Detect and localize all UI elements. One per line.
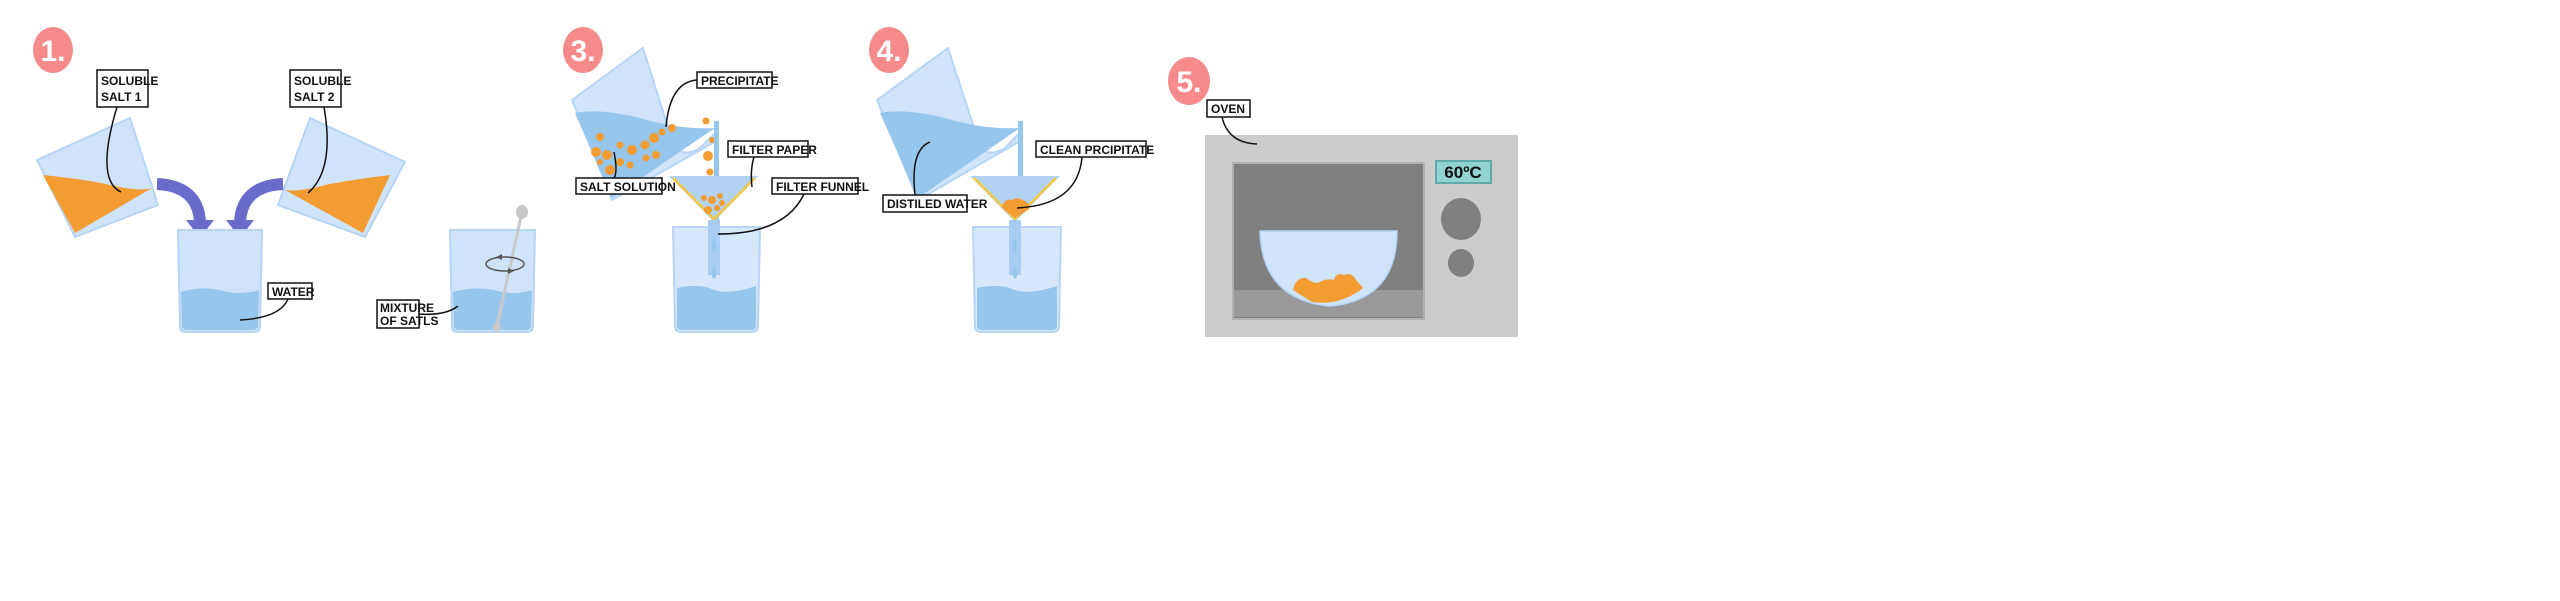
step-badge-4: 4. (869, 27, 909, 73)
temperature-display: 60ºC (1435, 160, 1492, 184)
svg-text:WATER: WATER (272, 285, 315, 299)
label-salt-solution: SALT SOLUTION (575, 151, 676, 195)
beaker-water (176, 229, 264, 333)
svg-text:4.: 4. (876, 35, 901, 68)
label-distiled-water: DISTILED WATER (882, 141, 988, 213)
svg-text:PRECIPITATE: PRECIPITATE (701, 74, 779, 88)
label-soluble-salt-2: SOLUBLE SALT 2 (289, 69, 351, 194)
label-water: WATER (239, 282, 315, 321)
svg-text:CLEAN PRCIPITATE: CLEAN PRCIPITATE (1040, 143, 1154, 157)
svg-text:SOLUBLE: SOLUBLE (294, 74, 351, 88)
svg-text:1.: 1. (40, 35, 65, 68)
oven-knob-small[interactable] (1448, 249, 1474, 277)
svg-text:FILTER PAPER: FILTER PAPER (732, 143, 817, 157)
beaker-filtrate-3 (671, 220, 762, 333)
svg-text:SALT 1: SALT 1 (101, 90, 142, 104)
label-precipitate: PRECIPITATE (665, 71, 779, 128)
svg-text:OVEN: OVEN (1211, 102, 1245, 116)
label-filter-funnel: FILTER FUNNEL (717, 177, 869, 235)
precipitate-particles (591, 117, 715, 191)
beaker-mixture (448, 205, 537, 333)
tilted-beaker-salt-solution (570, 46, 719, 221)
clean-precipitate (1002, 198, 1030, 218)
svg-text:SOLUBLE: SOLUBLE (101, 74, 158, 88)
step-badge-3: 3. (563, 27, 603, 73)
tilted-beaker-distilled-water (875, 46, 1023, 203)
label-filter-paper: FILTER PAPER (727, 140, 817, 188)
rotation-arrow-icon (485, 254, 525, 274)
svg-text:FILTER FUNNEL: FILTER FUNNEL (776, 180, 869, 194)
label-clean-precipitate: CLEAN PRCIPITATE (1016, 140, 1154, 209)
filter-funnel-4 (970, 176, 1060, 222)
svg-text:SALT 2: SALT 2 (294, 90, 335, 104)
tilted-beaker-salt-1 (35, 116, 160, 239)
label-oven: OVEN (1206, 99, 1258, 145)
oven: 60ºC (1205, 135, 1518, 337)
beaker-filtrate-4 (971, 220, 1063, 333)
oven-knob-large[interactable] (1441, 198, 1481, 240)
label-mixture-of-salts: MIXTURE OF SATLS (376, 299, 459, 329)
svg-text:5.: 5. (1176, 66, 1201, 99)
tilted-beaker-salt-2 (276, 116, 407, 239)
svg-text:OF SATLS: OF SATLS (380, 314, 438, 328)
step-badge-5: 5. (1168, 57, 1210, 105)
step-badge-1: 1. (33, 27, 73, 73)
svg-text:DISTILED WATER: DISTILED WATER (887, 197, 988, 211)
drying-bowl (1259, 230, 1398, 307)
svg-text:3.: 3. (570, 35, 595, 68)
label-soluble-salt-1: SOLUBLE SALT 1 (96, 69, 158, 193)
svg-text:SALT SOLUTION: SALT SOLUTION (580, 180, 676, 194)
svg-text:60ºC: 60ºC (1444, 163, 1481, 182)
svg-text:MIXTURE: MIXTURE (380, 301, 434, 315)
